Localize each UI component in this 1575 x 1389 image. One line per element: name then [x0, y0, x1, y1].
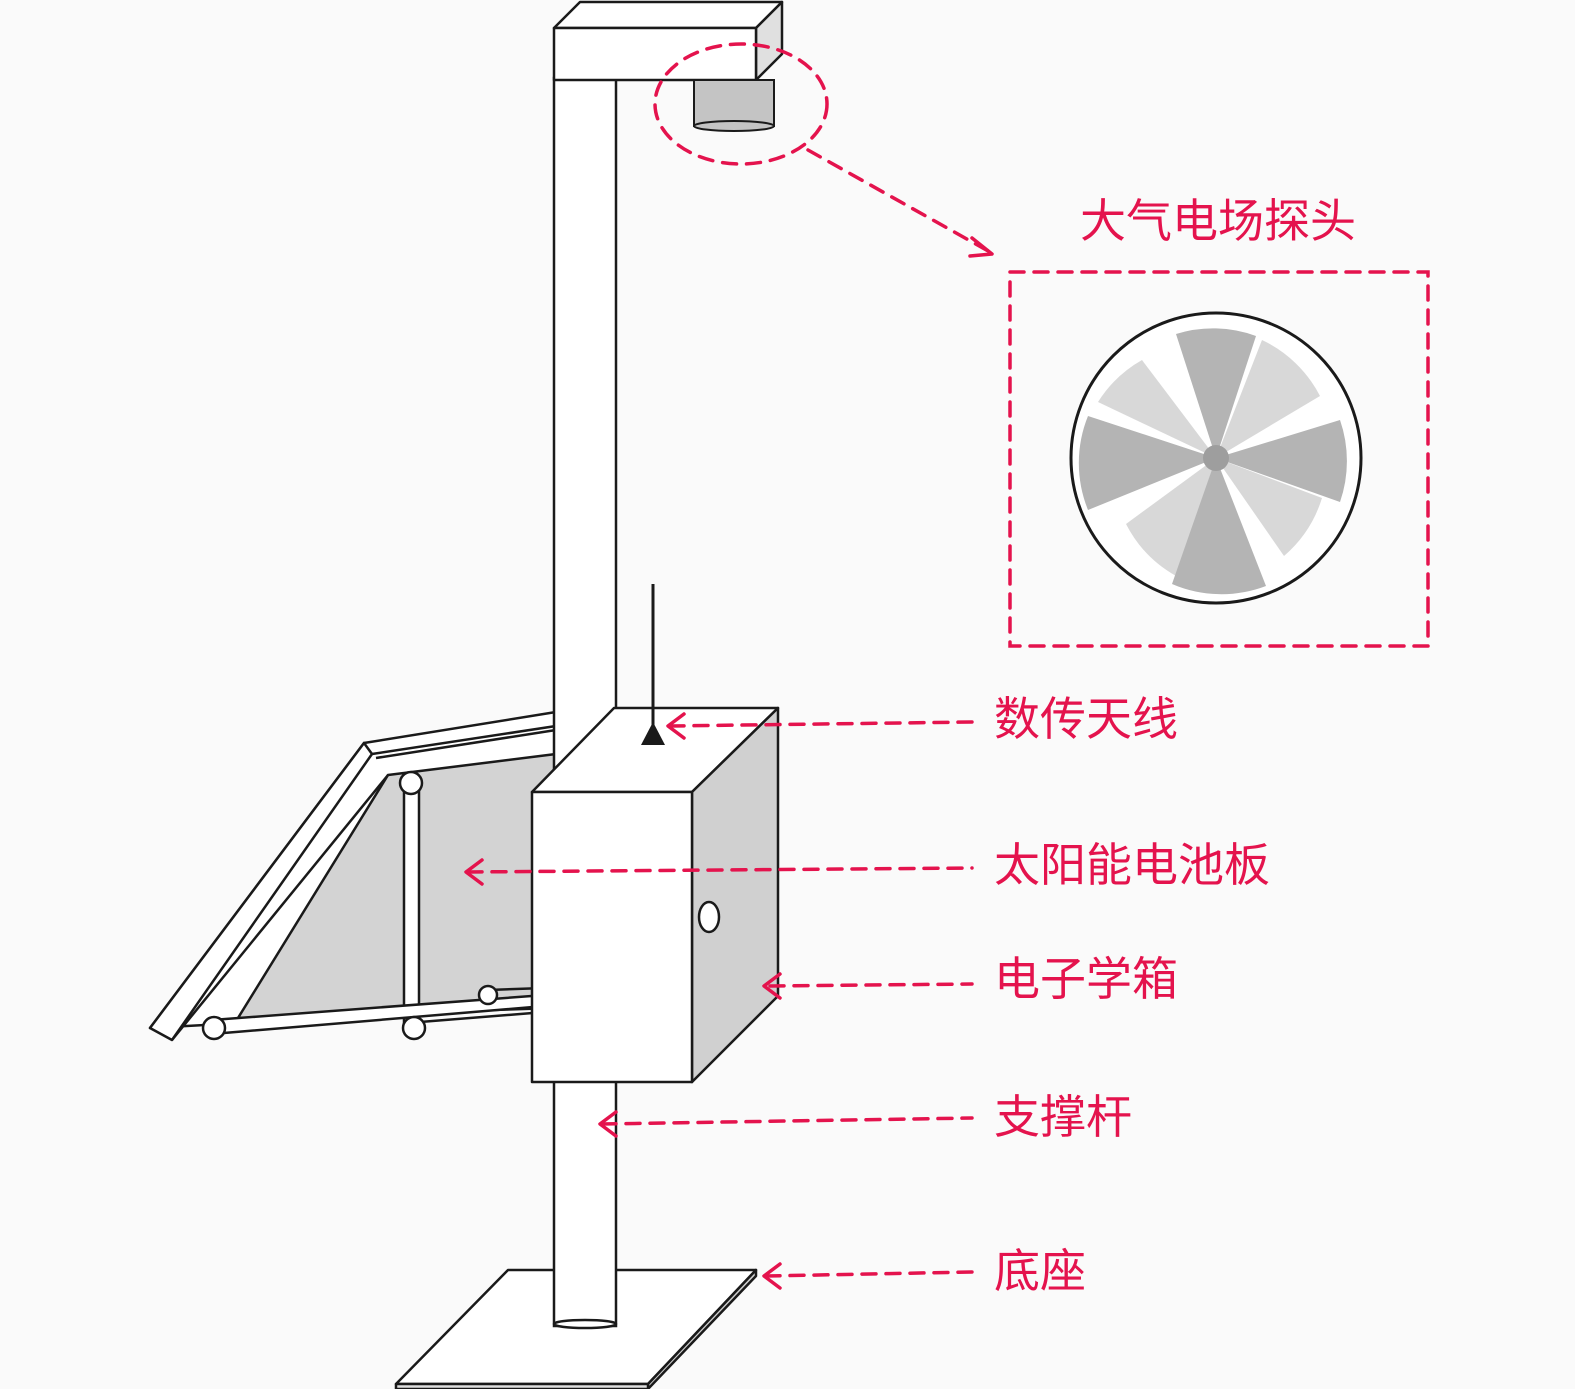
joint-top	[398, 770, 424, 796]
probe-label: 大气电场探头	[1080, 194, 1356, 248]
base-label: 底座	[994, 1244, 1086, 1298]
joint-left	[201, 1015, 227, 1041]
support-pole-shape	[552, 76, 618, 1330]
joint-right	[477, 984, 499, 1006]
box-port	[697, 900, 721, 934]
probe-detail	[1069, 311, 1363, 605]
top-arm	[552, 0, 784, 82]
support-pole-label: 支撑杆	[994, 1090, 1132, 1144]
solar-leader	[466, 866, 974, 874]
pole-leader	[600, 1116, 974, 1126]
probe-detail-frame	[1008, 270, 1430, 648]
antenna-leader	[668, 720, 974, 728]
box-leader	[768, 982, 974, 988]
solar-panel-label: 太阳能电池板	[994, 838, 1270, 892]
electronics-box-label: 电子学箱	[994, 952, 1178, 1006]
arrowheads	[464, 236, 994, 1290]
probe-callout-arrow	[806, 148, 992, 254]
annotations	[466, 42, 1430, 1278]
antenna-shape	[641, 584, 665, 745]
antenna-label: 数传天线	[994, 692, 1178, 746]
base-leader	[764, 1270, 974, 1278]
solar-panel	[148, 710, 558, 1042]
electronics-box-shape	[530, 706, 780, 1084]
probe-callout-ellipse	[653, 42, 829, 166]
probe-cylinder	[693, 79, 775, 132]
joint-mid	[401, 1015, 427, 1041]
